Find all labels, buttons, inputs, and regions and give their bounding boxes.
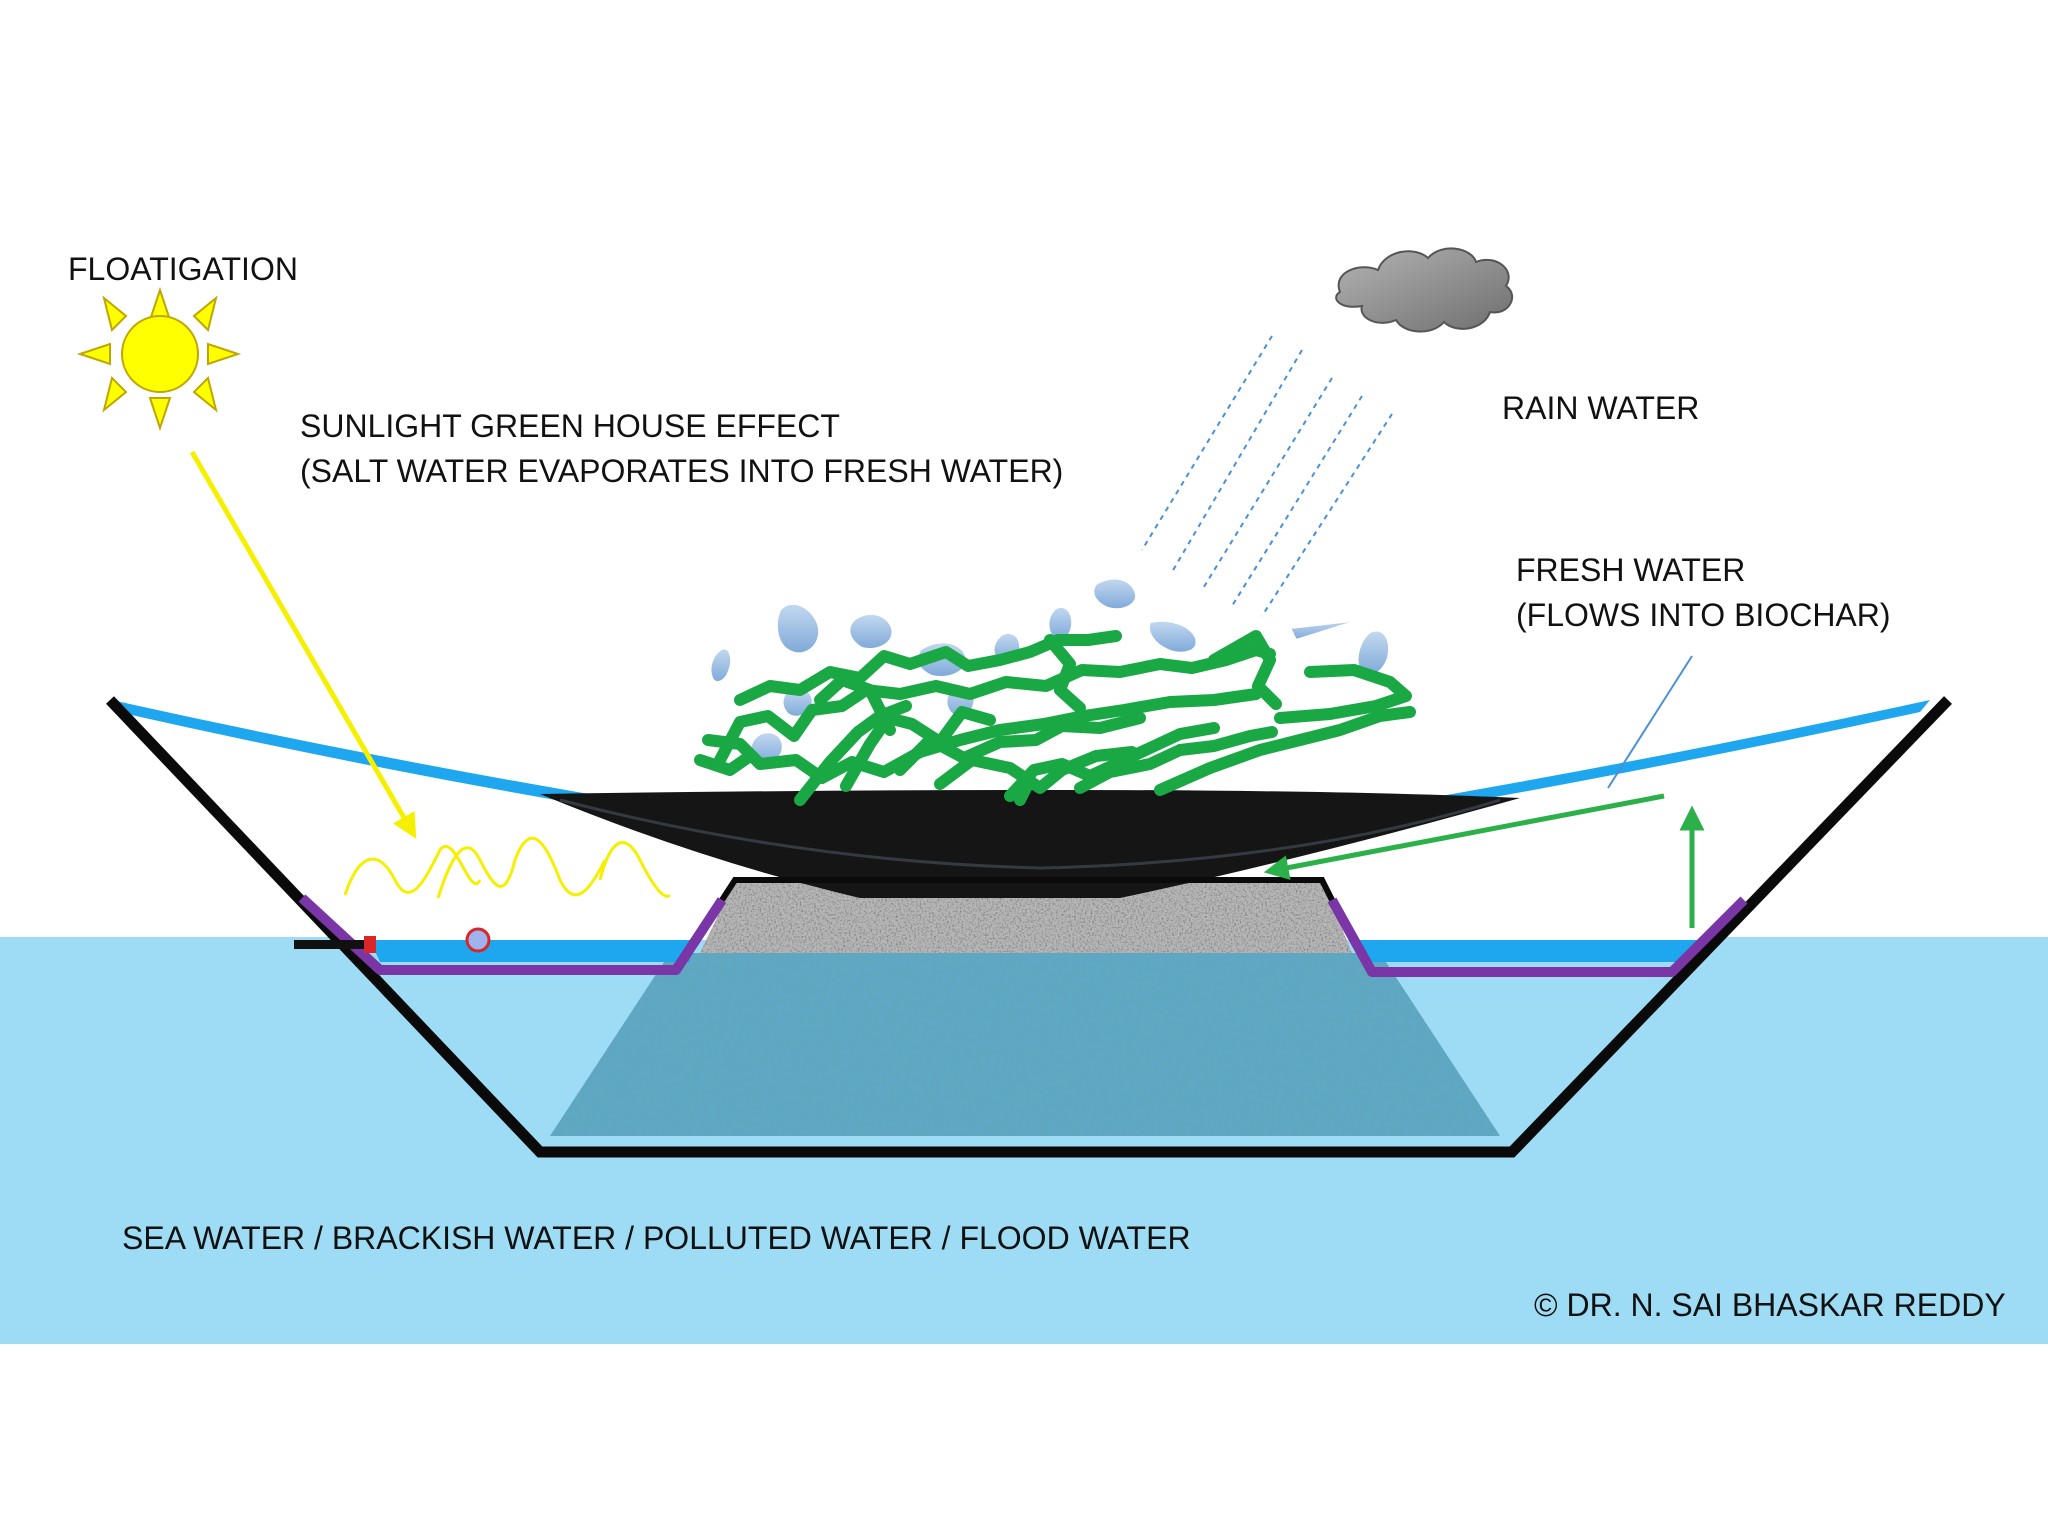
sunlight-arrow <box>189 450 417 839</box>
fresh-water-pointer <box>1607 655 1693 789</box>
evaporation-waves <box>343 836 672 899</box>
plant-foliage <box>694 577 1416 806</box>
fresh-water-label-line2: (FLOWS INTO BIOCHAR) <box>1516 597 1891 633</box>
sun-icon <box>76 286 242 432</box>
biochar-block <box>550 953 1500 1136</box>
sunlight-label-line1: SUNLIGHT GREEN HOUSE EFFECT <box>300 408 840 444</box>
inlet-pipe-icon <box>294 936 376 953</box>
fresh-water-label-line1: FRESH WATER <box>1516 552 1746 588</box>
rain-streaks <box>1141 335 1393 617</box>
liner <box>298 894 727 975</box>
inner-water-channel-right <box>1360 940 1700 962</box>
inner-water-channel <box>370 940 690 962</box>
membrane-highlight <box>559 798 1501 870</box>
float-icon <box>465 927 491 953</box>
inner-tray <box>719 877 1335 902</box>
fresh-water-flow-arrow <box>1263 793 1665 880</box>
sunlight-label-line2: (SALT WATER EVAPORATES INTO FRESH WATER) <box>300 453 1064 489</box>
cloud-icon <box>1335 247 1513 333</box>
water-types-label: SEA WATER / BRACKISH WATER / POLLUTED WA… <box>122 1220 1191 1256</box>
copyright-label: © DR. N. SAI BHASKAR REDDY <box>1534 1287 2006 1323</box>
gravel-layer <box>700 880 1352 953</box>
black-membrane <box>540 790 1520 898</box>
diagram-title: FLOATIGATION <box>68 251 298 287</box>
liner-right <box>1327 896 1748 977</box>
rain-water-label: RAIN WATER <box>1502 390 1700 426</box>
